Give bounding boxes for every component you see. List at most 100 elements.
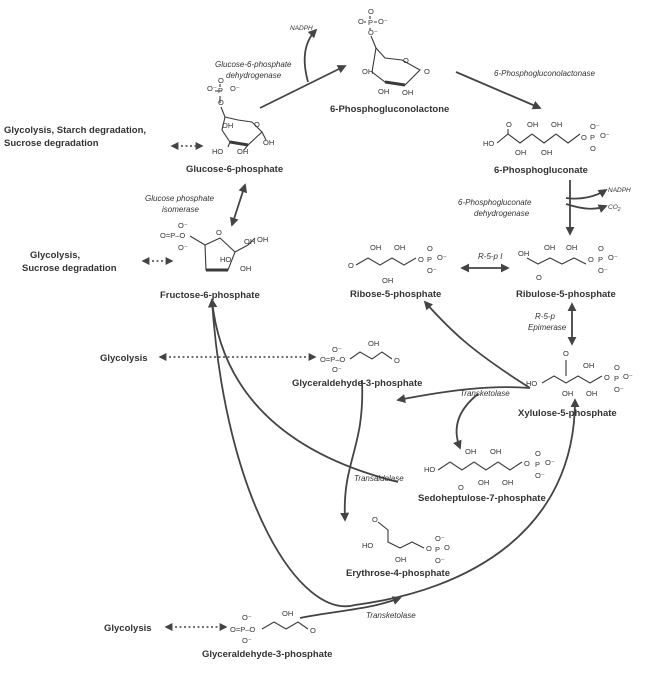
- atom-label: OH: [222, 121, 233, 130]
- atom-label: HO: [483, 139, 494, 148]
- atom-label: P: [427, 255, 432, 264]
- side-f6p-line1: Glycolysis,: [30, 250, 80, 261]
- atom-label: O: [444, 543, 450, 552]
- label-sedoheptulose-7-phosphate: Sedoheptulose-7-phosphate: [418, 493, 546, 504]
- atom-label: P: [590, 133, 595, 142]
- atom-label: OH: [244, 237, 255, 246]
- atom-label: O⁻: [242, 613, 252, 622]
- enzyme-transketolase-2: Transketolase: [366, 611, 416, 620]
- atom-label: O⁻: [435, 556, 445, 565]
- ribulose-5-phosphate-structure: OH O OH OH O P O⁻ O O⁻: [518, 243, 618, 282]
- label-phosphogluconolactone: 6-Phosphogluconolactone: [330, 104, 449, 115]
- atom-label: O⁻: [590, 122, 600, 131]
- atom-label: OH: [362, 67, 373, 76]
- atom-label: OH: [566, 243, 577, 252]
- atom-label: O⁻: [623, 372, 633, 381]
- atom-label: O: [368, 7, 374, 16]
- enzyme-gpi-line1: Glucose phosphate: [145, 194, 214, 203]
- atom-label: O: [604, 373, 610, 382]
- atom-label: OH: [478, 478, 489, 487]
- atom-label: OH: [583, 361, 594, 370]
- enzyme-transaldolase: Transaldolase: [354, 474, 404, 483]
- atom-label: OH: [282, 609, 293, 618]
- atom-label: O: [426, 544, 432, 553]
- arrow-g3p-bottom: [299, 596, 402, 619]
- label-fructose-6-phosphate: Fructose-6-phosphate: [160, 290, 260, 301]
- cofactor-nadph-top: NADPH: [290, 25, 313, 32]
- arrow-pgl-to-pg: [455, 71, 542, 110]
- atom-label: O: [536, 273, 542, 282]
- enzyme-lactonase: 6-Phosphogluconolactonase: [494, 69, 596, 78]
- enzyme-epimerase-line1: R-5-p: [535, 312, 556, 321]
- atom-label: OH: [502, 478, 513, 487]
- atom-label: OH: [263, 138, 274, 147]
- atom-label: P: [535, 460, 540, 469]
- atom-label: O⁻: [178, 221, 188, 230]
- atom-label: OH: [586, 389, 597, 398]
- label-glucose-6-phosphate: Glucose-6-phosphate: [186, 164, 283, 175]
- atom-label: O: [216, 228, 222, 237]
- glucose-6-phosphate-structure: O⁻ P O⁻ O O O OH HO OH OH: [207, 76, 274, 156]
- atom-label: O: [563, 349, 569, 358]
- atom-label: OH: [562, 389, 573, 398]
- arrow-r5p-transketolase: [423, 300, 531, 389]
- enzyme-r5pi: R-5-p I: [478, 252, 503, 261]
- enzyme-gpi-line2: isomerase: [162, 205, 199, 214]
- phosphogluconate-structure: HO O OH OH OH OH O P O⁻ O⁻ O: [483, 120, 610, 157]
- atom-label: O=P–O: [160, 231, 185, 240]
- enzyme-g6pdh-line1: Glucose-6-phosphate: [215, 60, 292, 69]
- glyceraldehyde-3-phosphate-bottom-structure: O=P–O O⁻ O⁻ OH O: [230, 609, 316, 645]
- atom-label: O: [310, 626, 316, 635]
- atom-label: HO: [212, 147, 223, 156]
- atom-label: OH: [515, 148, 526, 157]
- side-g6p-line2: Sucrose degradation: [4, 138, 99, 149]
- atom-label: O: [598, 244, 604, 253]
- atom-label: O: [506, 120, 512, 129]
- erythrose-4-phosphate-structure: O HO OH O P O O⁻ O⁻: [362, 515, 450, 565]
- atom-label: O⁻: [437, 253, 447, 262]
- enzyme-pgdh-line2: dehydrogenase: [474, 209, 530, 218]
- reaction-arrows: [207, 28, 608, 619]
- side-g6p-line1: Glycolysis, Starch degradation,: [4, 125, 146, 136]
- arrow-to-g3p-mid: [396, 386, 531, 404]
- atom-label: O: [427, 244, 433, 253]
- atom-label: O⁻: [427, 266, 437, 275]
- arrow-to-e4p: [340, 379, 364, 522]
- label-glyceraldehyde-3-phosphate-mid: Glyceraldehyde-3-phosphate: [292, 378, 422, 389]
- atom-label: O: [254, 120, 260, 129]
- atom-label: P: [614, 374, 619, 383]
- atom-label: OH: [394, 243, 405, 252]
- label-xylulose-5-phosphate: Xylulose-5-phosphate: [518, 408, 617, 419]
- atom-label: OH: [465, 447, 476, 456]
- glyceraldehyde-3-phosphate-mid-structure: O=P–O O⁻ O⁻ OH O: [320, 339, 400, 374]
- atom-label: O: [535, 449, 541, 458]
- ribose-5-phosphate-structure: O OH OH OH O P O⁻ O O⁻: [348, 243, 447, 285]
- atom-label: O: [424, 67, 430, 76]
- atom-label: OH: [395, 555, 406, 564]
- atom-label: O⁻: [535, 471, 545, 480]
- atom-label: O: [581, 133, 587, 142]
- atom-label: O: [372, 515, 378, 524]
- atom-label: O: [418, 255, 424, 264]
- atom-label: OH: [518, 249, 529, 258]
- xylulose-5-phosphate-structure: O HO OH OH OH O P O⁻ O O⁻: [526, 349, 633, 398]
- atom-label: OH: [378, 87, 389, 96]
- atom-label: O⁻: [230, 84, 240, 93]
- atom-label: OH: [551, 120, 562, 129]
- arrow-g6p-f6p: [229, 183, 248, 227]
- label-ribose-5-phosphate: Ribose-5-phosphate: [350, 289, 441, 300]
- branch-arrows: [141, 142, 317, 631]
- arrow-nadph-out: [303, 28, 318, 83]
- atom-label: OH: [382, 276, 393, 285]
- fructose-6-phosphate-structure: O=P–O O⁻ O⁻ O HO OH OH OH: [160, 221, 268, 273]
- atom-label: HO: [220, 255, 231, 264]
- atom-label: O⁻: [378, 17, 388, 26]
- atom-label: O: [348, 261, 354, 270]
- atom-label: OH: [527, 120, 538, 129]
- atom-label: OH: [490, 447, 501, 456]
- atom-label: OH: [402, 88, 413, 97]
- atom-label: O⁻: [545, 458, 555, 467]
- atom-label: HO: [424, 465, 435, 474]
- phosphogluconolactone-structure: O O P O⁻ O⁻ O O OH OH OH: [358, 7, 430, 97]
